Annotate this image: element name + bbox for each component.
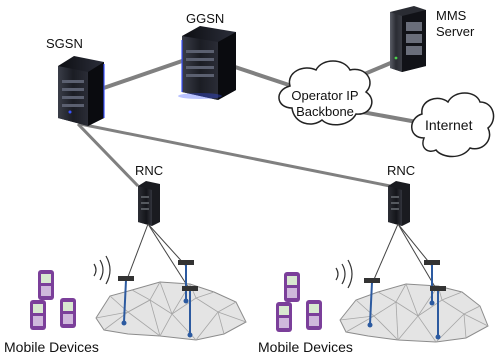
mobile-phone-icon <box>60 298 76 328</box>
mobile-phone-icon <box>276 302 292 332</box>
sgsn-server-icon <box>58 56 105 126</box>
rnc-left-label: RNC <box>135 163 164 178</box>
cell-tower-right-1-icon <box>364 278 380 328</box>
backbone-label-line1: Operator IP <box>291 88 359 103</box>
backbone-cloud-icon <box>278 60 373 126</box>
rnc-right-tower-links <box>371 223 439 293</box>
rnc-right-icon <box>388 181 410 226</box>
mobile-phone-icon <box>306 300 322 330</box>
cell-tower-right-2-icon <box>424 260 440 306</box>
link-sgsn-ggsn <box>91 58 186 94</box>
signal-wave-left-icon <box>93 255 111 285</box>
internet-label: Internet <box>425 117 473 133</box>
mobile-phone-icon <box>30 300 46 330</box>
mobile-phone-icon <box>284 272 300 302</box>
link-ggsn-backbone <box>231 64 299 90</box>
ggsn-label: GGSN <box>186 11 225 26</box>
link-sgsn-rnc-left <box>76 122 140 188</box>
backbone-label-line2: Backbone <box>296 104 354 119</box>
cell-tower-left-1-icon <box>118 276 134 326</box>
rnc-left-icon <box>138 181 160 226</box>
mms-server-icon <box>390 6 426 72</box>
rnc-left-tower-links <box>125 223 191 291</box>
coverage-mesh-left-icon <box>95 281 247 341</box>
signal-wave-right-icon <box>335 259 353 289</box>
internet-cloud-icon <box>411 92 495 158</box>
cell-tower-right-3-icon <box>430 286 446 340</box>
mobile-phone-icon <box>38 270 54 300</box>
mms-label-line2: Server <box>436 24 475 39</box>
link-sgsn-rnc-right <box>79 122 391 188</box>
coverage-mesh-right-icon <box>339 283 489 343</box>
mobile-devices-left-label: Mobile Devices <box>4 339 99 355</box>
cell-tower-left-2-icon <box>178 260 194 304</box>
sgsn-label: SGSN <box>46 36 83 51</box>
rnc-right-label: RNC <box>387 163 416 178</box>
mms-label-line1: MMS <box>436 8 467 23</box>
ggsn-server-icon <box>178 26 236 100</box>
mobile-devices-right-label: Mobile Devices <box>258 339 353 355</box>
cell-tower-left-3-icon <box>182 286 198 338</box>
link-backbone-internet <box>361 110 418 124</box>
